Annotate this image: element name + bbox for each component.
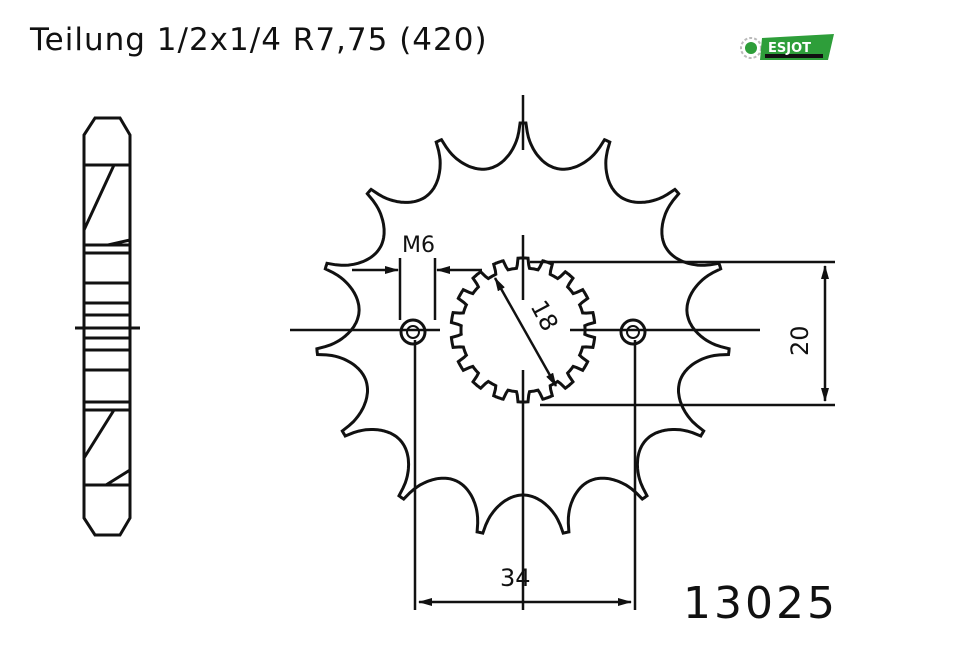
- mount-hole-left: [399, 318, 427, 346]
- part-number: 13025: [683, 578, 838, 629]
- centerlines: [290, 95, 760, 610]
- logo-text: ESJOT: [768, 41, 811, 56]
- bore-label: 18: [525, 296, 564, 336]
- side-view: [75, 116, 140, 537]
- drawing-title: Teilung 1/2x1/4 R7,75 (420): [30, 22, 488, 58]
- dimension-lines: [352, 258, 835, 610]
- height-label: 20: [786, 325, 814, 356]
- mount-hole-right: [619, 318, 647, 346]
- gear-icon: [740, 37, 762, 59]
- hole-spacing-label: 34: [500, 564, 531, 592]
- thread-label: M6: [402, 233, 435, 258]
- esjot-logo: ESJOT: [740, 34, 834, 60]
